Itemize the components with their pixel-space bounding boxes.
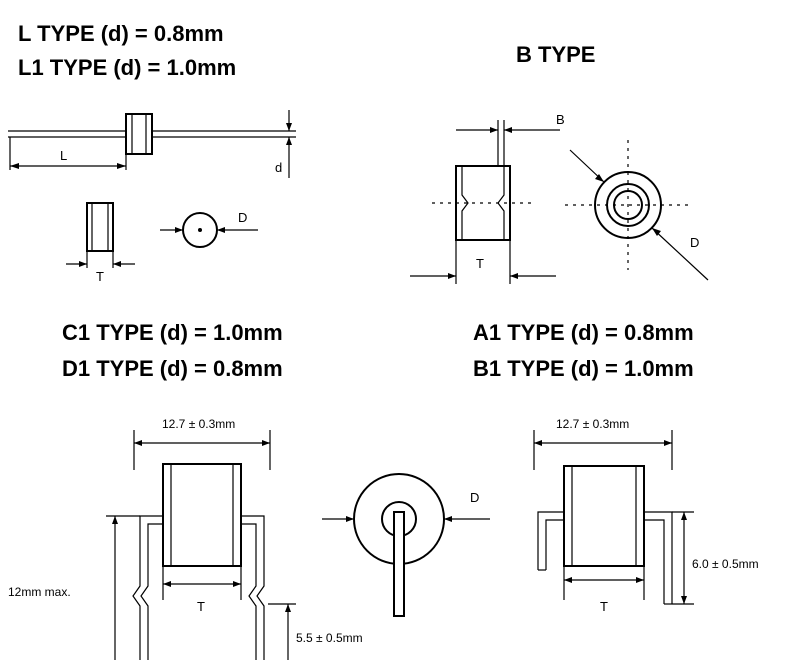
label-T-l: T <box>96 269 104 284</box>
l-type-side-view: L d <box>8 110 296 178</box>
heading-l1-type: L1 TYPE (d) = 1.0mm <box>18 55 236 80</box>
label-T-b: T <box>476 256 484 271</box>
label-height-a1: 6.0 ± 0.5mm <box>692 557 759 571</box>
label-max-height: 12mm max. <box>8 585 71 599</box>
heading-b1-type: B1 TYPE (d) = 1.0mm <box>473 356 694 381</box>
heading-c1-type: C1 TYPE (d) = 1.0mm <box>62 320 283 345</box>
b-type-end-view: D <box>565 140 709 281</box>
label-D-l: D <box>238 210 247 225</box>
heading-a1-type: A1 TYPE (d) = 0.8mm <box>473 320 694 345</box>
heading-b-type: B TYPE <box>516 42 595 67</box>
label-width-c1: 12.7 ± 0.3mm <box>162 417 235 431</box>
heading-d1-type: D1 TYPE (d) = 0.8mm <box>62 356 283 381</box>
label-T-c1: T <box>197 599 205 614</box>
label-D-b: D <box>690 235 699 250</box>
label-width-a1: 12.7 ± 0.3mm <box>556 417 629 431</box>
heading-l-type: L TYPE (d) = 0.8mm <box>18 21 224 46</box>
label-D-center: D <box>470 490 479 505</box>
label-L: L <box>60 148 67 163</box>
radial-end-view: D <box>322 473 490 617</box>
label-T-a1: T <box>600 599 608 614</box>
l-type-front-view: T <box>66 202 135 284</box>
l-type-end-view: D <box>160 210 258 248</box>
c1-type-drawing: 12.7 ± 0.3mm 12mm max. T 5.5 ± 0.5mm <box>8 417 363 660</box>
b-type-side-view: B T <box>410 112 565 284</box>
label-d: d <box>275 160 282 175</box>
label-lead-length: 5.5 ± 0.5mm <box>296 631 363 645</box>
label-B: B <box>556 112 565 127</box>
a1-type-drawing: 12.7 ± 0.3mm 6.0 ± 0.5mm T <box>533 417 759 614</box>
